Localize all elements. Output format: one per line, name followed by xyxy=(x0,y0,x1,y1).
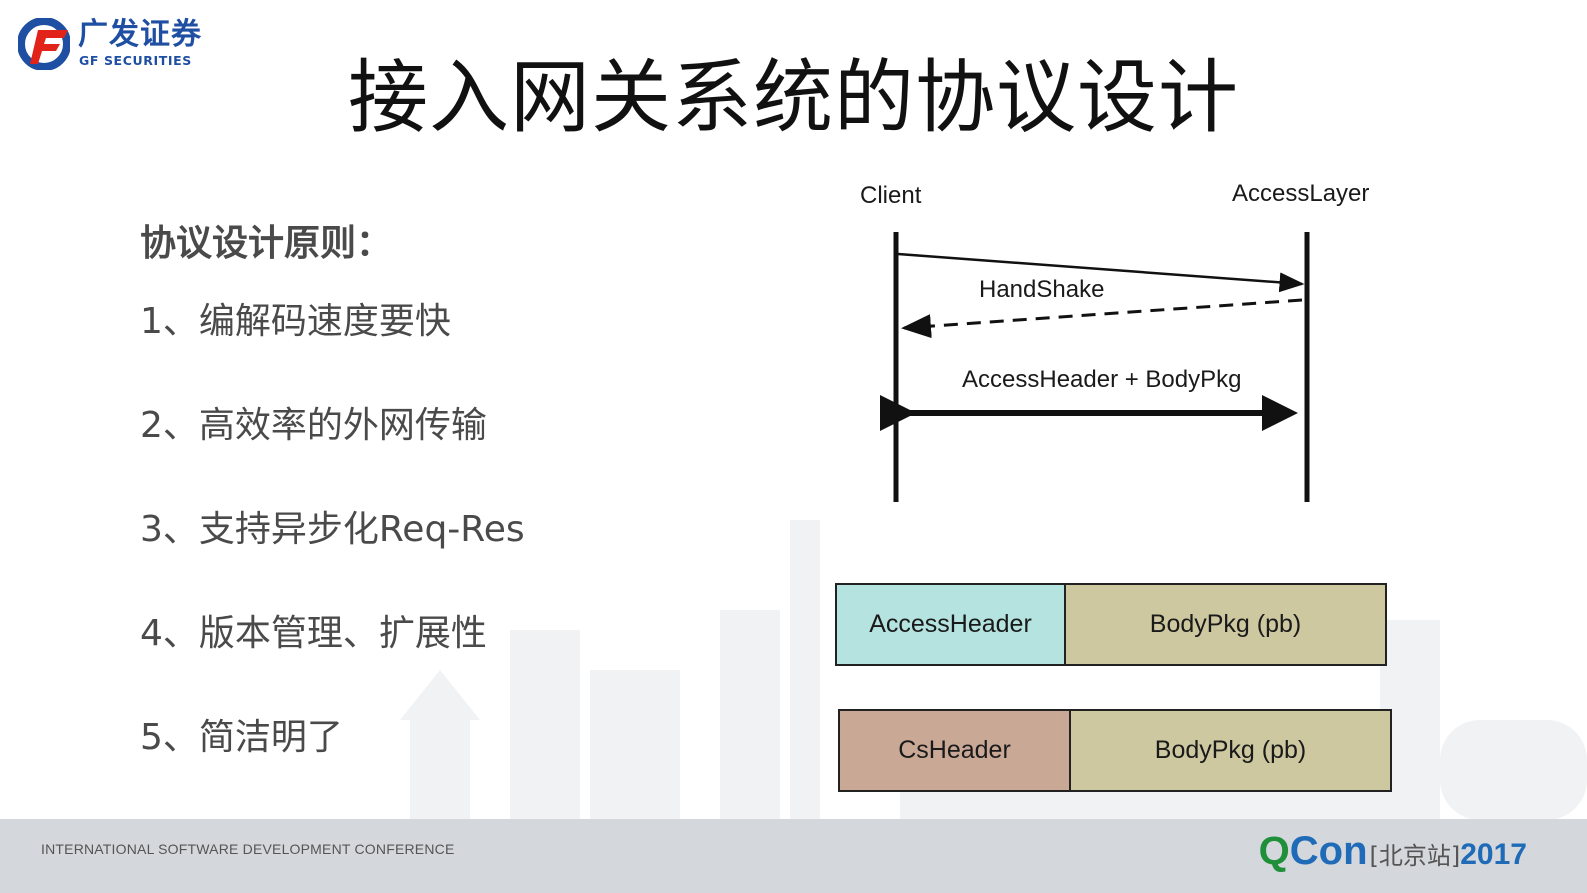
access-packet: AccessHeader BodyPkg (pb) xyxy=(835,583,1387,666)
principle-item: 3、支持异步化Req-Res xyxy=(140,509,525,550)
participant-accesslayer: AccessLayer xyxy=(1232,180,1370,207)
qcon-q: Q xyxy=(1258,829,1290,873)
principle-item: 2、高效率的外网传输 xyxy=(140,405,487,446)
packet-header-access: AccessHeader xyxy=(837,585,1064,664)
qcon-city: [北京站] xyxy=(1369,842,1461,870)
message-accessheader-bodypkg: AccessHeader + BodyPkg xyxy=(962,366,1242,393)
principle-item: 5、简洁明了 xyxy=(140,717,343,758)
qcon-con: Con xyxy=(1289,829,1368,873)
qcon-year: 2017 xyxy=(1460,838,1527,871)
principle-item: 1、编解码速度要快 xyxy=(140,301,451,342)
logo-chinese-name: 广发证券 xyxy=(78,17,202,52)
participant-client: Client xyxy=(860,182,922,209)
gf-logo-icon xyxy=(18,18,70,70)
principles-heading: 协议设计原则： xyxy=(140,223,393,264)
sequence-diagram: Client AccessLayer HandShake AccessHeade… xyxy=(830,170,1420,510)
packet-header-cs: CsHeader xyxy=(840,711,1069,790)
gf-securities-logo: 广发证券 GF SECURITIES xyxy=(18,16,208,72)
principle-item: 4、版本管理、扩展性 xyxy=(140,613,487,654)
design-principles-list: 协议设计原则： 1、编解码速度要快 2、高效率的外网传输 3、支持异步化Req-… xyxy=(140,218,525,790)
logo-english-name: GF SECURITIES xyxy=(79,53,192,68)
slide-title: 接入网关系统的协议设计 xyxy=(348,51,1239,144)
packet-body: BodyPkg (pb) xyxy=(1069,711,1390,790)
qcon-logo: Q Con [北京站] 2017 xyxy=(1259,829,1527,873)
packet-body: BodyPkg (pb) xyxy=(1064,585,1385,664)
footer-bar: INTERNATIONAL SOFTWARE DEVELOPMENT CONFE… xyxy=(0,819,1587,893)
message-handshake: HandShake xyxy=(979,276,1105,303)
sequence-lines xyxy=(880,232,1310,502)
conference-name: INTERNATIONAL SOFTWARE DEVELOPMENT CONFE… xyxy=(41,841,455,857)
cs-packet: CsHeader BodyPkg (pb) xyxy=(838,709,1392,792)
